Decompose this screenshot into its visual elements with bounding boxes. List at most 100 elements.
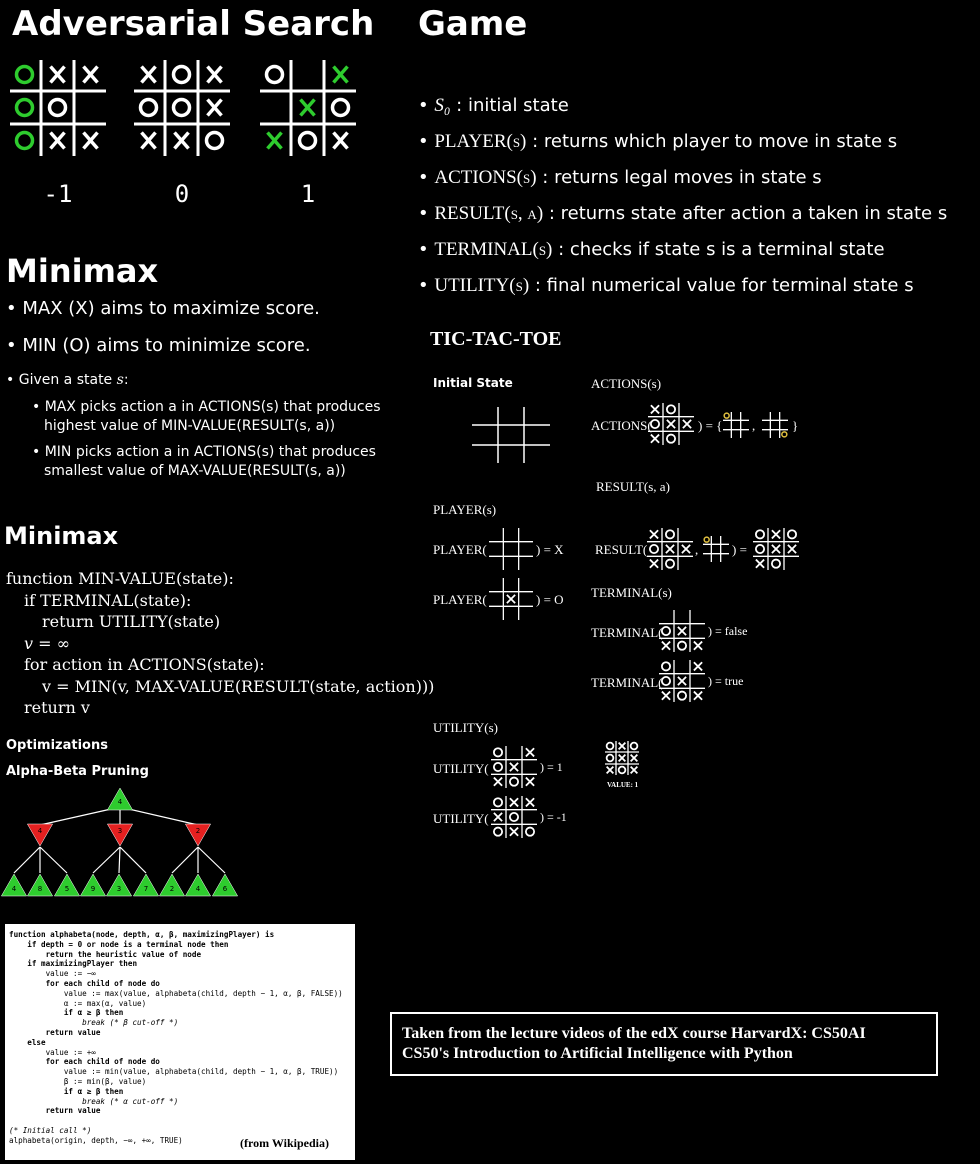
actions-comma: , [752, 418, 756, 433]
tree-leaf [132, 873, 160, 897]
minimax-title: Minimax [6, 252, 159, 290]
given-state-var: s [116, 372, 124, 388]
utility-title: UTILITY(s) [433, 720, 498, 735]
example-board-value-3: 1 [300, 180, 316, 208]
game-item-fn: S₀ [434, 95, 451, 116]
x-mark [206, 98, 223, 117]
o-mark [781, 431, 788, 438]
sub-bullet-max-l1: MAX picks action a in ACTIONS(s) that pr… [44, 399, 381, 415]
tree-min-label: 3 [118, 827, 122, 835]
code-line: break (* β cut-off *) [9, 1018, 179, 1028]
terminal-label-1: TERMINAL( [591, 625, 663, 640]
code-line: value := −∞ [9, 969, 96, 979]
pseudo-line-5: for action in ACTIONS(state): [24, 655, 265, 674]
o-mark [47, 97, 68, 118]
code-line: value := max(value, alphabeta(child, dep… [9, 988, 343, 998]
game-item-fn: PLAYER(s) [434, 131, 527, 152]
credit-line-1: Taken from the lecture videos of the edX… [402, 1025, 866, 1042]
utility-label-1: UTILITY( [433, 761, 489, 776]
alpha-beta-title: Alpha-Beta Pruning [6, 764, 149, 779]
game-item-desc: : returns state after action a taken in … [543, 203, 948, 224]
x-mark [299, 98, 316, 117]
game-definition-list: • S₀ : initial state• PLAYER(s) : return… [418, 88, 947, 304]
min-bullet: MIN (O) aims to minimize score. [6, 335, 310, 356]
x-mark [82, 131, 99, 150]
o-mark [723, 412, 730, 419]
x-mark [140, 131, 157, 150]
actions-board [648, 403, 694, 445]
game-item-4: • RESULT(s, a) : returns state after act… [418, 203, 948, 224]
player-board-empty [489, 528, 533, 570]
result-board-after [753, 528, 799, 570]
player-eq-o: ) = O [536, 592, 564, 607]
sub-bullet-min: • MIN picks action a in ACTIONS(s) that … [32, 444, 376, 479]
game-item-desc: : initial state [450, 95, 569, 116]
x-mark [140, 65, 157, 84]
tree-leaf-label: 9 [91, 885, 95, 893]
pseudo-line-7: return v [24, 698, 90, 717]
o-mark [204, 130, 225, 151]
o-mark [330, 97, 351, 118]
tree-leaf-label: 5 [65, 885, 69, 893]
player-eq-x: ) = X [536, 542, 564, 557]
initial-state-board [472, 407, 550, 463]
x-mark [173, 131, 190, 150]
tree-leaf [0, 873, 28, 897]
player-title: PLAYER(s) [433, 502, 497, 517]
result-title: RESULT(s, a) [596, 479, 670, 494]
pseudo-line-1: function MIN-VALUE(state): [6, 569, 234, 588]
credit-box: Taken from the lecture videos of the edX… [390, 1012, 938, 1076]
tree-leaf-label: 2 [170, 885, 174, 893]
tree-min-node [184, 823, 212, 847]
code-line: alphabeta(origin, depth, −∞, +∞, TRUE) [9, 1135, 183, 1145]
tree-leaf [211, 873, 239, 897]
result-board-before [647, 528, 693, 570]
example-board-value-2: 0 [174, 180, 190, 208]
sub-bullet-max-l2: highest value of MIN-VALUE(RESULT(s, a)) [44, 418, 336, 434]
terminal-label-2: TERMINAL( [591, 675, 663, 690]
pseudo-line-6: v = MIN(v, MAX-VALUE(RESULT(state, actio… [42, 676, 435, 696]
adversarial-search-title: Adversarial Search [12, 4, 375, 44]
x-mark [206, 65, 223, 84]
game-item-fn: RESULT(s, a) [434, 203, 544, 224]
tree-leaf-label: 4 [12, 885, 17, 893]
sub-bullet-min-l1: MIN picks action a in ACTIONS(s) that pr… [44, 444, 376, 460]
code-line: if α ≥ β then [9, 1008, 124, 1018]
result-comma: , [695, 542, 699, 557]
code-line: for each child of node do [9, 1057, 160, 1067]
game-item-3: • ACTIONS(s) : returns legal moves in st… [418, 167, 822, 188]
code-line: if α ≥ β then [9, 1086, 124, 1096]
o-mark [138, 97, 159, 118]
credit-line-2: CS50's Introduction to Artificial Intell… [402, 1045, 793, 1062]
code-line: function alphabeta(node, depth, α, β, ma… [9, 930, 275, 939]
tree-leaf-label: 4 [196, 885, 201, 893]
optimizations-title: Optimizations [6, 738, 108, 753]
actions-close: } [792, 418, 799, 433]
code-line: if depth = 0 or node is a terminal node … [9, 939, 229, 949]
tree-leaf-label: 7 [144, 885, 148, 893]
utility-board-pos [491, 746, 537, 788]
example-board-2 [134, 60, 230, 156]
o-mark [14, 97, 35, 118]
x-mark [332, 65, 349, 84]
code-line: (* Initial call *) [9, 1125, 92, 1135]
o-mark [297, 130, 318, 151]
game-title: Game [418, 4, 528, 44]
tree-min-label: 4 [38, 827, 43, 835]
x-mark [332, 131, 349, 150]
from-wikipedia: (from Wikipedia) [240, 1136, 330, 1150]
actions-title: ACTIONS(s) [591, 376, 662, 391]
code-line: for each child of node do [9, 978, 160, 988]
result-label: RESULT( [595, 542, 648, 557]
player-label-1: PLAYER( [433, 542, 487, 557]
value-caption: VALUE: 1 [607, 781, 639, 789]
game-item-1: • S₀ : initial state [418, 95, 569, 116]
actions-label: ACTIONS( [591, 418, 652, 433]
utility-label-2: UTILITY( [433, 811, 489, 826]
tree-leaf-label: 8 [38, 885, 42, 893]
example-boards: -1 0 1 [0, 58, 400, 228]
game-item-desc: : returns which player to move in state … [526, 131, 898, 152]
result-eq: ) = [732, 542, 747, 557]
example-board-value-1: -1 [43, 180, 73, 208]
